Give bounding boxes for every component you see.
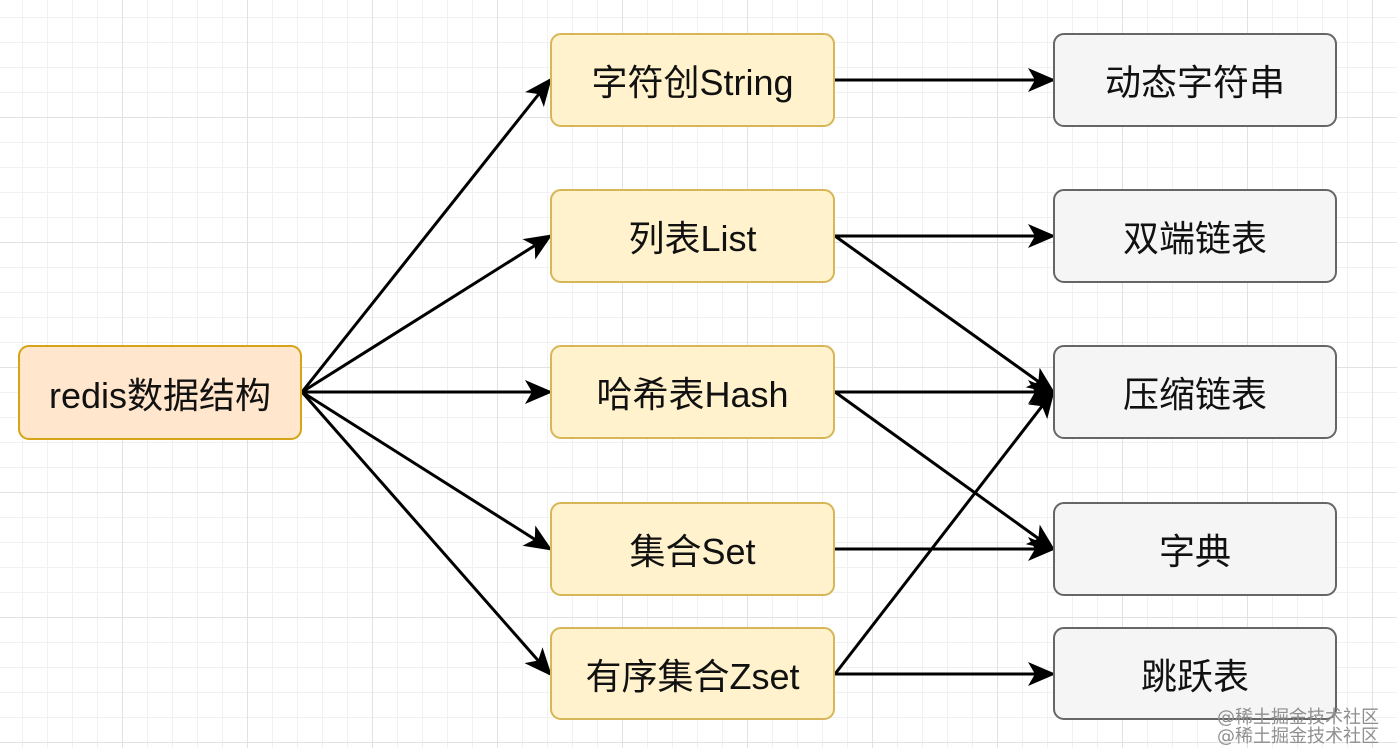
arrow-list-to-ziplist xyxy=(834,234,1056,394)
node-label: 字典 xyxy=(1158,531,1231,572)
node-type-zset: 有序集合Zset xyxy=(550,627,835,720)
arrow-root-to-zset xyxy=(300,391,552,677)
node-impl-dict: 字典 xyxy=(1053,502,1337,596)
arrow-zset-to-ziplist xyxy=(833,389,1055,675)
node-redis-data-structures: redis数据结构 xyxy=(18,345,302,440)
node-label: 哈希表Hash xyxy=(596,374,789,415)
node-label: 动态字符串 xyxy=(1104,62,1285,103)
node-label: redis数据结构 xyxy=(48,374,272,416)
arrow-root-to-set xyxy=(301,390,553,551)
node-impl-linkedlist: 双端链表 xyxy=(1053,189,1337,283)
watermark-line-2: @稀土掘金技术社区 xyxy=(1217,726,1379,747)
arrow-root-to-list xyxy=(301,234,553,394)
node-label: 跳跃表 xyxy=(1140,655,1249,697)
watermark-line-1: @稀土掘金技术社区 xyxy=(1217,707,1379,728)
node-type-hash: 哈希表Hash xyxy=(550,345,835,439)
node-type-set: 集合Set xyxy=(550,502,835,596)
node-label: 字符创String xyxy=(591,62,794,103)
arrow-root-to-string xyxy=(300,77,552,393)
arrow-hash-to-dict xyxy=(834,390,1056,551)
node-label: 集合Set xyxy=(629,531,756,572)
node-type-string: 字符创String xyxy=(550,33,835,127)
node-impl-skiplist: 跳跃表 xyxy=(1053,627,1337,720)
node-label: 双端链表 xyxy=(1122,218,1267,259)
node-label: 有序集合Zset xyxy=(585,655,800,697)
node-label: 压缩链表 xyxy=(1122,374,1267,415)
node-label: 列表List xyxy=(628,218,757,259)
node-impl-ziplist: 压缩链表 xyxy=(1053,345,1337,439)
node-impl-sds: 动态字符串 xyxy=(1053,33,1337,127)
node-type-list: 列表List xyxy=(550,189,835,283)
